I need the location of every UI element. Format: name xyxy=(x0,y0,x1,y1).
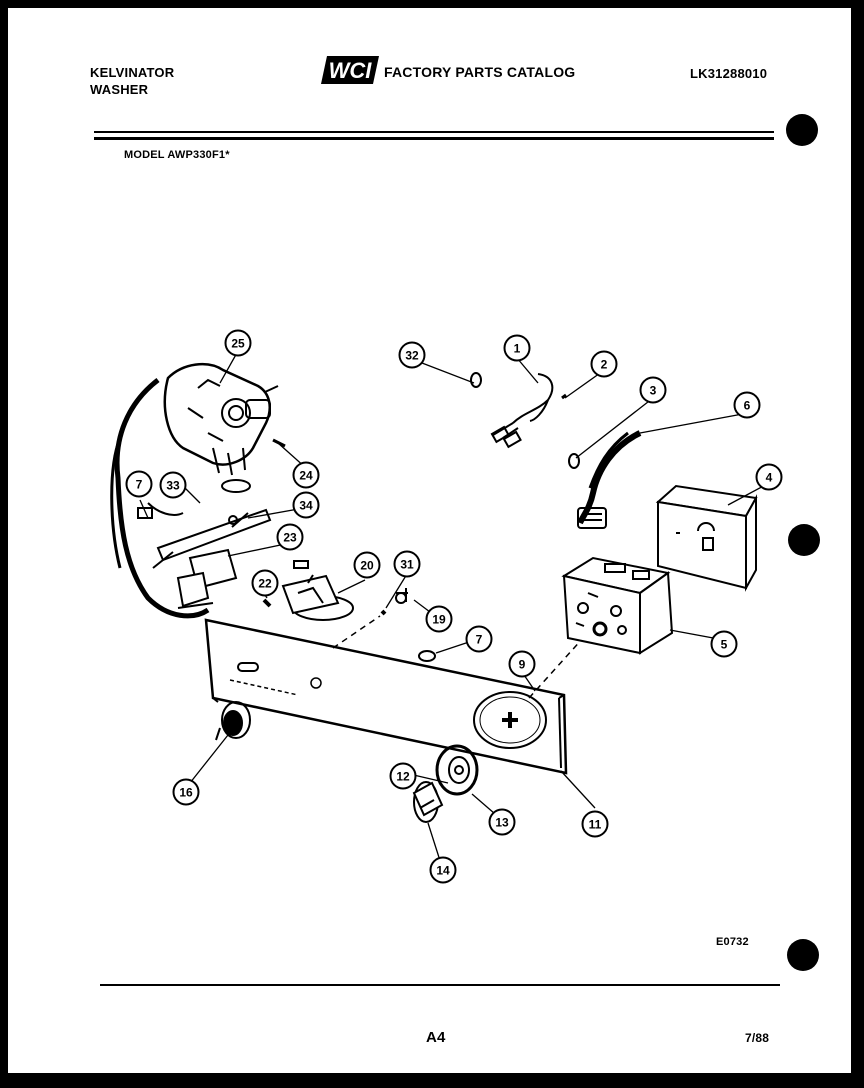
svg-text:33: 33 xyxy=(166,479,180,493)
punch-hole-icon xyxy=(786,114,818,146)
print-date: 7/88 xyxy=(745,1031,770,1045)
leader-dashes xyxy=(332,615,584,699)
nut-part-31 xyxy=(380,609,387,616)
svg-text:22: 22 xyxy=(258,577,272,591)
callout-20: 20 xyxy=(353,551,381,579)
appliance-type: WASHER xyxy=(90,82,149,97)
knob-part-14 xyxy=(412,781,444,823)
footer-rule xyxy=(100,984,780,986)
knob-part-16 xyxy=(215,701,251,741)
svg-text:24: 24 xyxy=(299,469,313,483)
pressure-switch-part-20 xyxy=(281,560,354,621)
bracket-part-34 xyxy=(152,508,272,569)
callout-33: 33 xyxy=(159,471,187,499)
svg-text:3: 3 xyxy=(650,384,657,398)
harness-part-1 xyxy=(490,373,554,449)
switch-part-23 xyxy=(176,548,238,609)
brand-block: KELVINATOR WASHER xyxy=(90,64,174,98)
callout-34: 34 xyxy=(292,491,320,519)
callout-13: 13 xyxy=(488,808,516,836)
callouts: 25 32 1 2 3 6 4 24 34 7 33 23 20 31 22 1… xyxy=(125,329,783,884)
svg-text:7: 7 xyxy=(136,478,143,492)
callout-23: 23 xyxy=(276,523,304,551)
bezel-part-13 xyxy=(435,744,479,796)
svg-text:19: 19 xyxy=(432,613,446,627)
page-label: A4 xyxy=(426,1029,446,1046)
svg-text:11: 11 xyxy=(589,818,602,832)
svg-text:1: 1 xyxy=(514,342,521,356)
callout-12: 12 xyxy=(389,762,417,790)
timer-part-5 xyxy=(561,556,674,655)
catalog-number: LK31288010 xyxy=(690,66,768,81)
callout-11: 11 xyxy=(581,810,609,838)
svg-text:16: 16 xyxy=(179,786,193,800)
exploded-parts-diagram: 25 32 1 2 3 6 4 24 34 7 33 23 20 31 22 1… xyxy=(110,329,783,884)
harness-part-33 xyxy=(137,502,184,519)
fitting-part-19 xyxy=(395,588,408,604)
brand-name: KELVINATOR xyxy=(90,65,175,80)
callout-3: 3 xyxy=(639,376,667,404)
frame-wiring-part xyxy=(110,378,210,619)
svg-text:6: 6 xyxy=(744,399,751,413)
svg-text:32: 32 xyxy=(405,349,419,363)
control-panel-part xyxy=(204,618,568,775)
callout-32: 32 xyxy=(398,341,426,369)
callout-14: 14 xyxy=(429,856,457,884)
figure-id: E0732 xyxy=(716,936,749,948)
svg-text:5: 5 xyxy=(721,638,728,652)
callout-9: 9 xyxy=(508,650,536,678)
plug-part-7 xyxy=(418,650,436,662)
cover-part-4 xyxy=(655,484,758,592)
svg-text:12: 12 xyxy=(396,770,410,784)
wci-logo-icon: WCI xyxy=(321,56,379,84)
callout-4: 4 xyxy=(755,463,783,491)
svg-text:9: 9 xyxy=(519,658,526,672)
callout-7a: 7 xyxy=(125,470,153,498)
catalog-page: KELVINATOR WASHER WCI FACTORY PARTS CATA… xyxy=(8,8,851,1073)
callout-2: 2 xyxy=(590,350,618,378)
punch-hole-icon xyxy=(788,524,820,556)
callout-25: 25 xyxy=(224,329,252,357)
svg-text:7: 7 xyxy=(476,633,483,647)
clip-part-32 xyxy=(470,372,482,388)
water-valve-part xyxy=(163,363,279,493)
svg-text:25: 25 xyxy=(231,337,245,351)
callout-22: 22 xyxy=(251,569,279,597)
callout-19: 19 xyxy=(425,605,453,633)
punch-hole-icon xyxy=(787,939,819,971)
svg-text:23: 23 xyxy=(283,531,297,545)
callout-5: 5 xyxy=(710,630,738,658)
header-rule-thick xyxy=(94,137,774,140)
screw-part-24 xyxy=(272,438,286,448)
header-rule xyxy=(94,131,774,133)
leader-lines xyxy=(139,350,770,871)
harness-part-6 xyxy=(577,430,642,529)
svg-text:2: 2 xyxy=(601,358,608,372)
clip-part-2 xyxy=(561,393,567,400)
callout-1: 1 xyxy=(503,334,531,362)
svg-text:13: 13 xyxy=(495,816,509,830)
model-label: MODEL AWP330F1* xyxy=(124,149,230,161)
svg-text:34: 34 xyxy=(299,499,313,513)
callout-16: 16 xyxy=(172,778,200,806)
svg-text:31: 31 xyxy=(400,558,414,572)
svg-text:20: 20 xyxy=(360,559,374,573)
callout-6: 6 xyxy=(733,391,761,419)
svg-text:14: 14 xyxy=(436,864,450,878)
callout-24: 24 xyxy=(292,461,320,489)
callout-7b: 7 xyxy=(465,625,493,653)
clip-part-22 xyxy=(262,598,272,608)
knob-part-3 xyxy=(568,453,580,469)
logo-text: WCI xyxy=(329,58,373,83)
catalog-title: FACTORY PARTS CATALOG xyxy=(384,64,576,80)
svg-text:4: 4 xyxy=(766,471,773,485)
callout-31: 31 xyxy=(393,550,421,578)
